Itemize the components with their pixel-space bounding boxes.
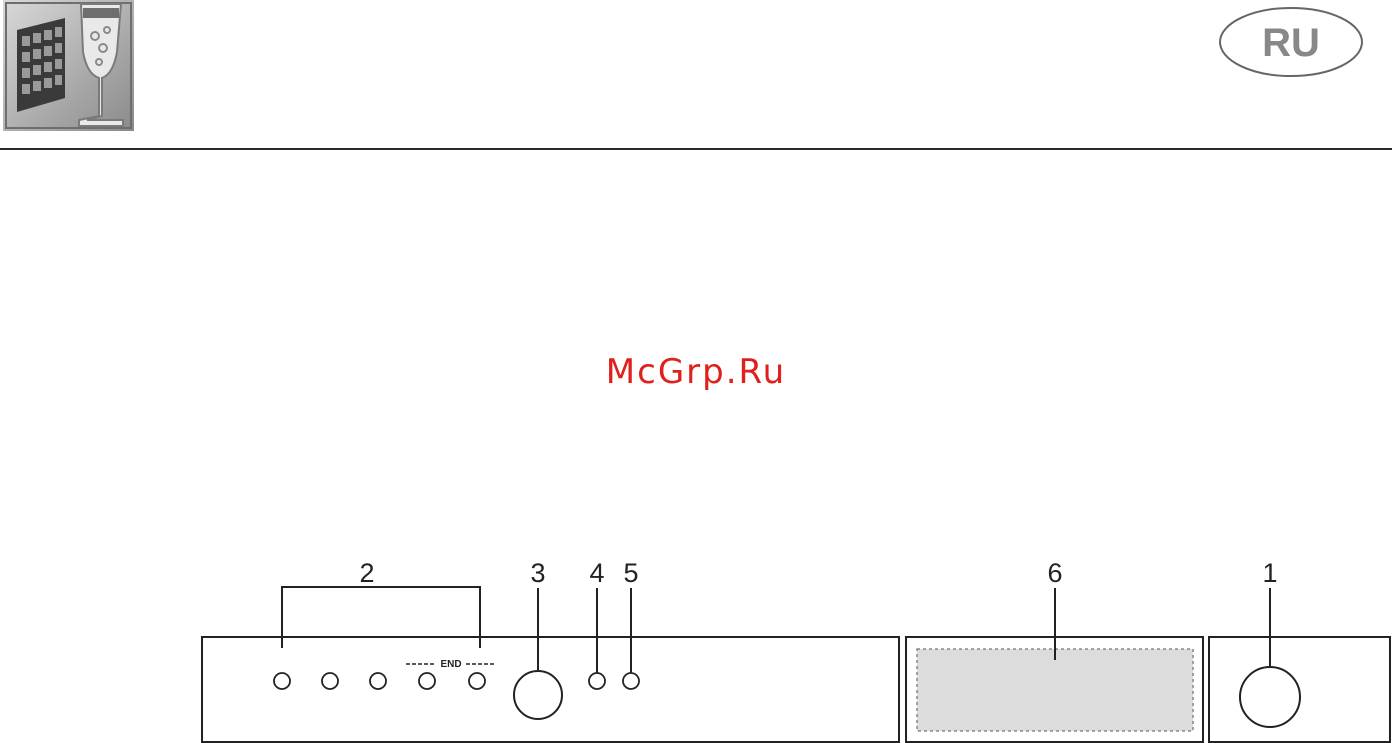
language-badge: RU [1218, 6, 1364, 78]
program-button-5 [469, 673, 485, 689]
callout-6: 6 [1047, 558, 1062, 588]
control-panel-diagram: 2 END 3 4 5 6 1 [200, 555, 1392, 743]
callout-2: 2 [359, 558, 374, 588]
callout-1: 1 [1262, 558, 1277, 588]
callout-3: 3 [530, 558, 545, 588]
indicator-4 [589, 673, 605, 689]
program-button-2 [322, 673, 338, 689]
main-switch [1240, 667, 1300, 727]
language-code: RU [1262, 21, 1320, 65]
header-divider [0, 148, 1392, 150]
dishwasher-logo-icon [3, 0, 134, 131]
program-button-1 [274, 673, 290, 689]
start-knob [514, 671, 562, 719]
program-button-4 [419, 673, 435, 689]
program-button-3 [370, 673, 386, 689]
end-label: END [440, 659, 461, 670]
display-window [917, 649, 1193, 731]
indicator-5 [623, 673, 639, 689]
callout-4: 4 [589, 558, 604, 588]
watermark-text: McGrp.Ru [0, 352, 1392, 392]
callout-5: 5 [623, 558, 638, 588]
